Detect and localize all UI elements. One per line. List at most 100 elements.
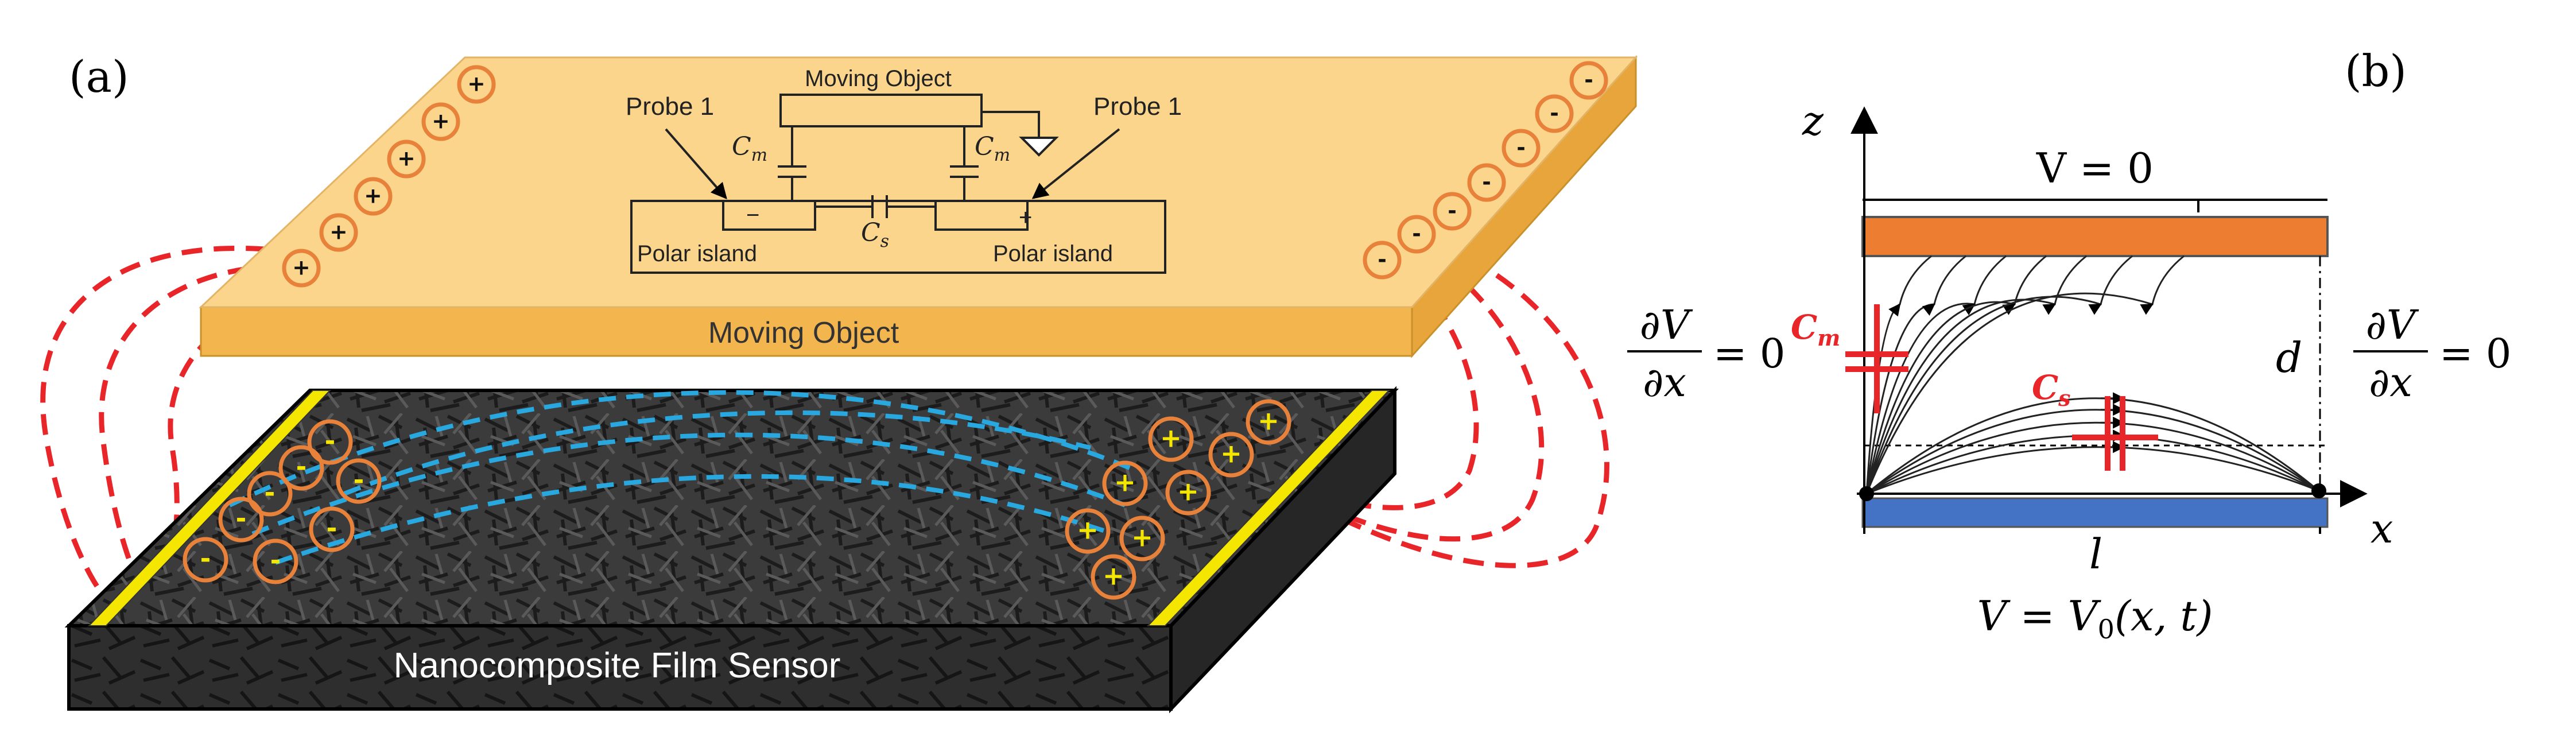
field-line-top	[1865, 255, 1932, 494]
plate-charge-minus-sign: -	[1412, 220, 1421, 246]
film-charge-minus: -	[247, 471, 293, 517]
film-charge-plus: +	[1165, 470, 1211, 516]
plate-charge-minus-sign: -	[1550, 100, 1559, 125]
plate-charge-plus-sign: +	[292, 254, 310, 280]
bottom-plate	[1861, 497, 2329, 528]
plate-charge-minus-sign: -	[1584, 67, 1593, 92]
plate-charge-minus-sign: -	[1482, 169, 1491, 194]
film-charge-minus: -	[307, 419, 353, 465]
film-charge-minus: -	[336, 458, 382, 504]
right-bc-rhs: = 0	[2439, 330, 2511, 377]
film-charge-minus-sign: -	[327, 513, 337, 544]
film-label: Nanocomposite Film Sensor	[394, 646, 841, 685]
field-line-arc	[1866, 435, 2319, 495]
panel-b-label: (b)	[2345, 45, 2407, 96]
sign-left: −	[746, 203, 759, 228]
film-charge-minus: -	[218, 497, 264, 542]
circuit-diagram	[630, 94, 1166, 274]
probe-right-label: Probe 1	[1093, 92, 1182, 121]
electrode-left	[87, 390, 332, 626]
panel-a-label: (a)	[69, 51, 129, 102]
end-node	[2311, 483, 2326, 498]
film-charge-minus-sign: -	[270, 545, 281, 576]
film-charge-plus: +	[1065, 508, 1111, 554]
film-side-face	[1169, 386, 1396, 714]
left-bc-numerator: ∂V	[1640, 301, 1693, 348]
cap-s-symbol	[2072, 396, 2158, 471]
origin-node	[1859, 486, 1874, 501]
field-line-arc	[1866, 421, 2319, 495]
film-charge-minus: -	[253, 538, 298, 584]
right-bc-denominator: ∂x	[2369, 359, 2412, 406]
plate-charge-minus-sign: -	[1516, 134, 1526, 160]
field-line-top	[1865, 255, 2047, 494]
electrode-right	[1146, 390, 1391, 626]
film-charge-plus-sign: +	[1077, 515, 1099, 545]
right-boundary-condition: ∂V ∂x = 0	[2353, 301, 2511, 406]
film-charge-minus-sign: -	[354, 465, 364, 495]
cap-s-label: Cs	[861, 218, 889, 251]
plate-charge-plus: +	[387, 140, 426, 179]
top-condition: V = 0	[2036, 144, 2154, 192]
cap-m-symbol	[1845, 304, 1908, 413]
field-line-top	[1865, 255, 2007, 494]
plate-charge-plus-sign: +	[329, 219, 347, 244]
plate-charge-minus: -	[1535, 94, 1574, 133]
film-sensor: Nanocomposite Film Sensor	[64, 386, 1399, 714]
gap-label: d	[2276, 334, 2302, 382]
film-charge-plus-sign: +	[1114, 467, 1136, 498]
plate-charge-minus: -	[1569, 61, 1608, 100]
plate-charge-plus-sign: +	[364, 183, 382, 208]
left-bc-rhs: = 0	[1713, 330, 1785, 377]
z-axis-label: z	[1802, 98, 1824, 145]
sign-right: +	[1019, 205, 1032, 230]
plate-label: Moving Object	[708, 316, 899, 350]
left-boundary-condition: ∂V ∂x = 0	[1627, 301, 1785, 406]
film-charge-plus-sign: +	[1177, 476, 1199, 507]
film-charge-minus-sign: -	[200, 544, 211, 574]
field-line-top	[1865, 255, 2185, 494]
plate-charge-minus-sign: -	[1448, 197, 1457, 223]
cap-m-right-label: Cm	[975, 132, 1010, 165]
film-charge-minus-sign: -	[236, 503, 247, 534]
inner-field-lines	[228, 390, 1138, 565]
field-line-top	[1865, 255, 2087, 494]
film-charge-plus: +	[1246, 399, 1291, 445]
film-charge-plus-sign: +	[1258, 406, 1279, 436]
plate-charge-minus: -	[1397, 215, 1436, 254]
film-charge-minus: -	[309, 506, 355, 552]
plate-charge-plus-sign: +	[432, 108, 449, 133]
film-charges: --------++++++++	[183, 399, 1291, 600]
film-charge-plus-sign: +	[1160, 423, 1182, 454]
film-charge-plus-sign: +	[1131, 522, 1153, 553]
plate-charge-minus: -	[1467, 163, 1506, 202]
film-charge-plus: +	[1091, 554, 1136, 600]
top-plate	[1861, 216, 2329, 257]
plate-charge-minus: -	[1502, 129, 1541, 168]
field-line-arc	[1866, 397, 2319, 495]
plate-charge-minus-sign: -	[1378, 246, 1387, 272]
field-line-arc	[1866, 446, 2319, 495]
probe-left-arrow	[665, 128, 727, 200]
film-charge-plus-sign: +	[1220, 439, 1242, 469]
plate-charge-plus: +	[421, 102, 460, 141]
field-lines	[1865, 255, 2319, 495]
plate-charge-minus: -	[1433, 192, 1472, 231]
plate-charge-plus: +	[354, 177, 393, 216]
x-axis-label: x	[2371, 505, 2393, 552]
film-charge-plus: +	[1208, 432, 1254, 478]
plate-charge-minus: -	[1363, 241, 1402, 280]
film-charge-minus-sign: -	[265, 478, 276, 508]
plate-charge-plus: +	[282, 249, 321, 288]
left-bc-denominator: ∂x	[1643, 359, 1686, 406]
plate-charge-plus: +	[319, 213, 358, 252]
moving-object-plate: Moving Object	[199, 55, 1638, 358]
field-line-arc	[1866, 409, 2319, 495]
length-label: l	[2089, 530, 2102, 578]
bottom-condition: V = V0(x, t)	[1977, 592, 2213, 645]
film-charge-plus-sign: +	[1103, 561, 1124, 591]
right-bc-numerator: ∂V	[2366, 301, 2419, 348]
probe-right-arrow	[1031, 128, 1120, 199]
plate-charge-plus-sign: +	[467, 71, 485, 96]
